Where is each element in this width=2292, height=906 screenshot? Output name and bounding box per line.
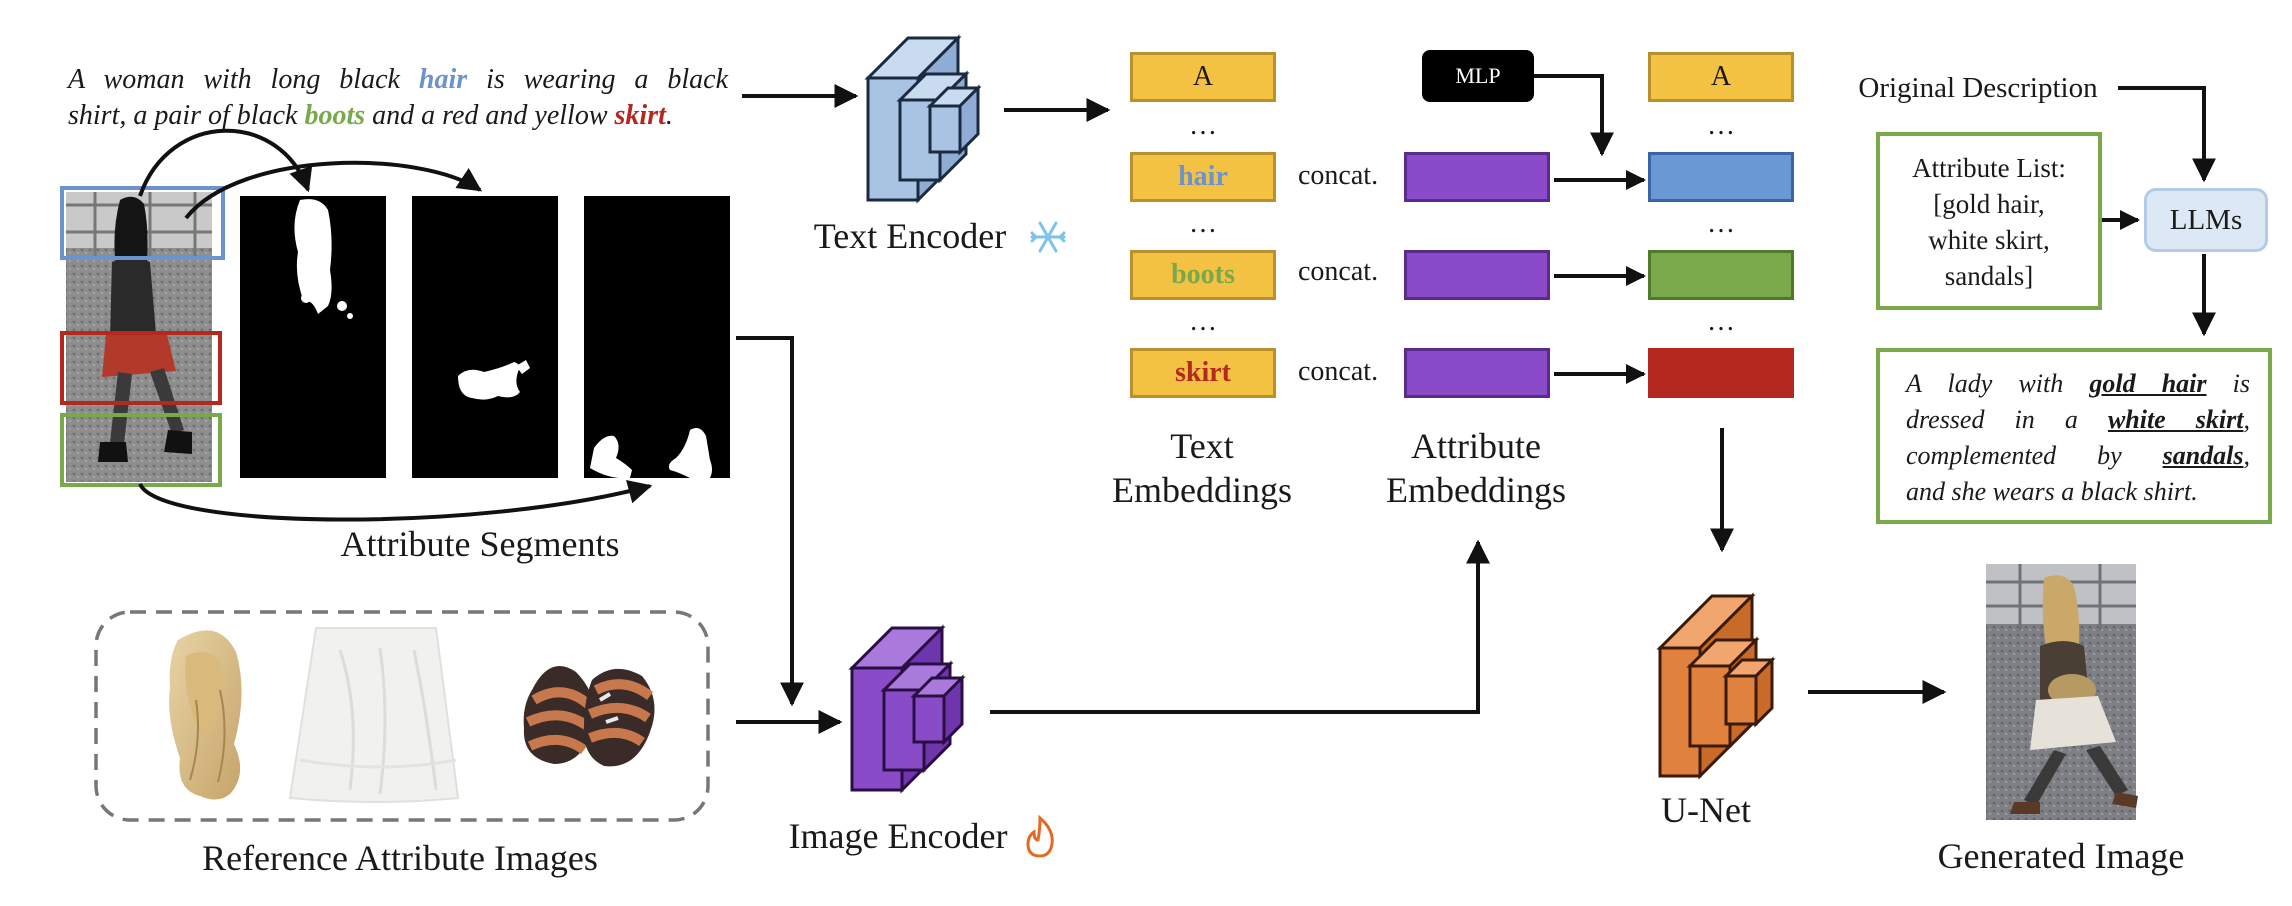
snowflake-icon [1030,221,1066,253]
caption-skirt-word: skirt [614,100,666,131]
image-embedding-hair [1404,152,1550,202]
arc-to-boots-mask [138,480,653,522]
llms-block: LLMs [2144,188,2268,252]
skirt-region-box [60,331,222,405]
attribute-segments-label: Attribute Segments [340,524,620,564]
caption-line1-suffix: is wearing a black [467,64,728,95]
concat-label-hair: concat. [1298,160,1379,191]
caption-boots-word: boots [304,100,366,131]
rewritten-gold-hair: gold hair [2089,369,2207,398]
output-token-a: A [1648,52,1794,102]
rewritten-l2-prefix: dressed in a [1906,405,2108,434]
attribute-embeddings-label-line2: Embeddings [1386,470,1566,510]
arc-to-skirt-mask [184,160,482,220]
rewritten-caption-box: A lady with gold hair is dressed in a wh… [1876,348,2272,524]
gold-hair-image [169,630,242,800]
rewritten-white-skirt: white skirt [2107,405,2244,434]
caption-line1-prefix: A woman with long black [68,64,419,95]
text-embeddings-label-line2: Embeddings [1112,470,1292,510]
flame-icon [1026,814,1054,858]
text-encoder-label: Text Encoder [813,216,1007,256]
input-caption: A woman with long black hair is wearing … [68,62,728,98]
caption-hair-word: hair [418,64,468,95]
rewritten-sandals: sandals [2162,441,2244,470]
rewritten-line-2: dressed in a white skirt, [1906,402,2250,438]
arrow-masks-to-image-encoder [736,336,804,707]
attribute-list-title: Attribute List: [1912,153,2066,183]
text-encoder-block [864,34,982,204]
rewritten-l2-suffix: , [2243,405,2251,434]
caption-line2-suffix: . [665,100,673,131]
unet-label: U-Net [1661,790,1751,830]
attribute-embedding-boots [1648,250,1794,300]
generated-image [1986,564,2138,820]
arrow-image-encoder-to-attr-embeddings [990,539,1490,714]
attribute-list-item-3: sandals] [1944,261,2034,291]
person-photo [66,192,212,482]
token-skirt: skirt [1130,348,1276,398]
token-a: A [1130,52,1276,102]
caption-line2-middle: and a red and yellow [365,100,615,131]
rewritten-line-1: A lady with gold hair is [1906,366,2250,402]
original-description-label: Original Description [1858,72,2098,104]
attribute-list-item-2: white skirt, [1928,225,2050,255]
text-embeddings-label-line1: Text [1170,426,1234,466]
attribute-embedding-skirt [1648,348,1794,398]
rewritten-line-4: and she wears a black shirt. [1906,477,2198,506]
token-ellipsis-3: … [1189,306,1217,337]
image-embedding-skirt [1404,348,1550,398]
token-ellipsis-2: … [1189,208,1217,239]
token-ellipsis-1: … [1189,110,1217,141]
concat-label-skirt: concat. [1298,356,1379,387]
rewritten-l1-prefix: A lady with [1906,369,2090,398]
token-hair: hair [1130,152,1276,202]
output-ellipsis-2: … [1707,208,1735,239]
attribute-list-box: Attribute List: [gold hair, white skirt,… [1876,132,2102,310]
unet-block [1656,592,1776,780]
image-embedding-boots [1404,250,1550,300]
concat-label-boots: concat. [1298,256,1379,287]
output-ellipsis-1: … [1707,110,1735,141]
white-skirt-image [288,627,460,803]
token-boots: boots [1130,250,1276,300]
image-encoder-label: Image Encoder [788,816,1008,856]
arrow-mlp-to-embeddings [1534,74,1614,157]
attribute-embeddings-label-line1: Attribute [1411,426,1541,466]
reference-images-label: Reference Attribute Images [202,838,598,878]
rewritten-l3-suffix: , [2243,441,2251,470]
caption-line2-prefix: shirt, a pair of black [68,100,305,131]
mlp-block: MLP [1422,50,1534,102]
rewritten-line-3: complemented by sandals, [1906,438,2250,474]
arrow-original-to-llms [2118,86,2216,183]
hair-mask [240,196,386,478]
skirt-mask [412,196,558,478]
sandals-image [523,666,655,767]
attribute-list-item-1: [gold hair, [1933,189,2045,219]
reference-group-border [94,610,710,822]
boots-mask [584,196,730,479]
output-ellipsis-3: … [1707,306,1735,337]
generated-image-label: Generated Image [1937,836,2185,876]
rewritten-l3-prefix: complemented by [1906,441,2163,470]
rewritten-l1-suffix: is [2206,369,2251,398]
input-caption-line2: shirt, a pair of black boots and a red a… [68,98,728,134]
image-encoder-block [848,624,966,794]
arc-to-hair-mask [138,128,313,197]
attribute-embedding-hair [1648,152,1794,202]
